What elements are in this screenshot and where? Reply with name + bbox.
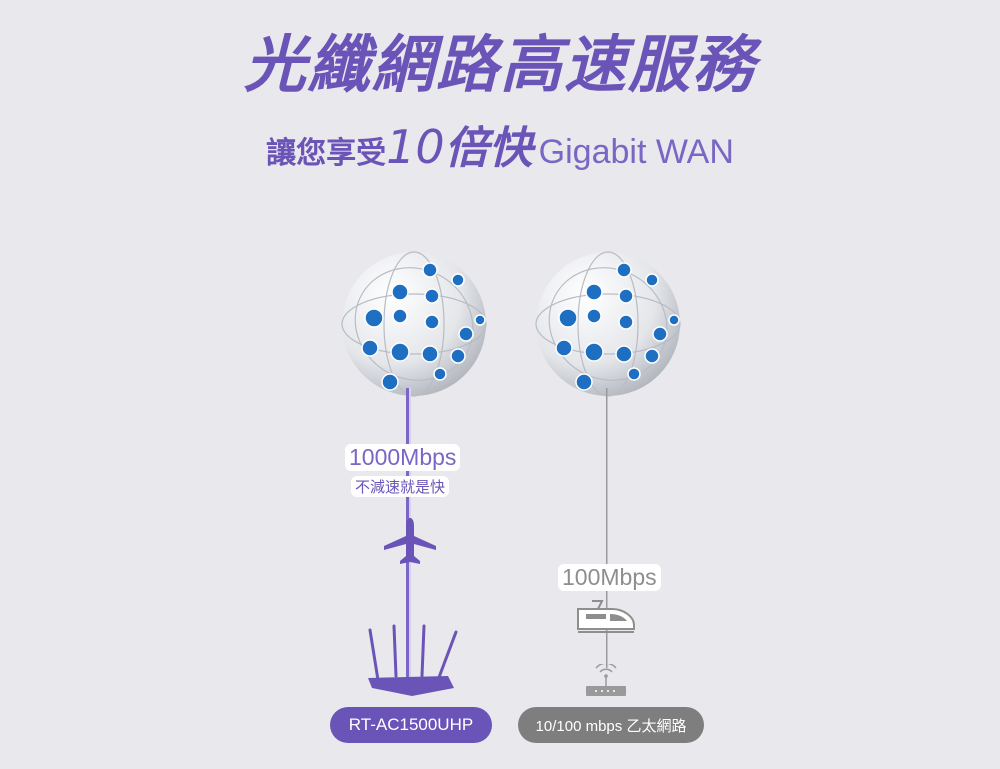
gigabit-note: 不減速就是快 <box>351 476 450 497</box>
gigabit-speed-label: 1000Mbps <box>345 444 461 471</box>
subheadline-lead: 讓您享受 <box>266 136 387 171</box>
modem-icon <box>586 664 626 696</box>
connected-globe-icon <box>535 251 681 397</box>
headline: 光纖網路高速服務 <box>243 28 756 101</box>
subheadline-tail: Gigabit WAN <box>538 133 734 171</box>
connected-globe-icon <box>341 251 487 397</box>
bullet-train-icon <box>577 600 635 633</box>
subheadline-emphasis: 倍快 <box>444 123 533 174</box>
airplane-icon <box>384 518 436 564</box>
fast-ethernet-speed-label: 100Mbps <box>558 564 661 591</box>
fast-ethernet-line <box>606 388 608 668</box>
router-icon <box>368 624 458 696</box>
router-model-label: RT-AC1500UHP <box>330 707 492 743</box>
subheadline-number: 10 <box>386 120 445 174</box>
ethernet-spec-label: 10/100 mbps 乙太網路 <box>518 707 704 743</box>
